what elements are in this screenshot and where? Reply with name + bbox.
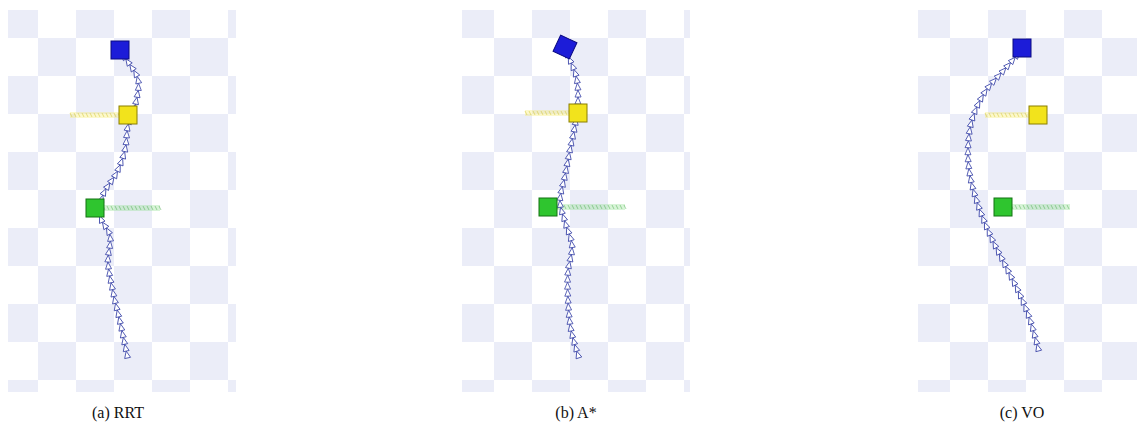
robot-path xyxy=(100,52,139,355)
checkerboard-floor xyxy=(8,10,236,392)
robot-pose xyxy=(565,289,571,296)
yellow-obstacle xyxy=(119,106,137,124)
robot-pose xyxy=(557,200,564,208)
robot-pose xyxy=(134,90,141,98)
robot-pose xyxy=(122,144,129,152)
robot-pose xyxy=(565,303,571,310)
robot-pose xyxy=(565,275,571,282)
robot-pose xyxy=(567,324,574,332)
subfigure-caption: (a) RRT xyxy=(92,404,144,422)
robot-pose xyxy=(965,155,971,162)
yellow-obstacle xyxy=(1029,106,1047,124)
robot-pose xyxy=(965,161,972,169)
obstacle-trail xyxy=(1003,204,1070,210)
robot-pose xyxy=(566,310,573,317)
planner-panel xyxy=(918,10,1137,392)
robot-pose xyxy=(105,262,112,270)
robot-pose xyxy=(106,268,113,276)
checkerboard-floor xyxy=(918,10,1137,392)
green-obstacle xyxy=(539,198,557,216)
robot-pose xyxy=(965,148,971,155)
robot-pose xyxy=(965,133,972,141)
subfigure-caption: (c) VO xyxy=(1000,404,1045,422)
robot-pose xyxy=(124,130,131,137)
robot-pose xyxy=(105,255,111,262)
obstacle-trail xyxy=(95,205,161,211)
planner-panel xyxy=(8,10,236,392)
robot-pose xyxy=(107,241,114,249)
yellow-obstacle xyxy=(569,104,587,122)
robot-pose xyxy=(966,168,973,176)
robot-pose xyxy=(575,90,581,97)
robot-pose xyxy=(565,296,571,303)
robot-pose xyxy=(566,317,573,325)
robot-pose xyxy=(575,97,581,104)
green-obstacle xyxy=(994,198,1012,216)
robot-pose xyxy=(105,248,112,256)
subfigure-caption: (b) A* xyxy=(555,404,596,422)
green-obstacle xyxy=(86,199,104,217)
robot-pose xyxy=(965,141,971,148)
robot-pose xyxy=(565,282,571,289)
checkerboard-floor xyxy=(462,10,690,392)
goal-square xyxy=(1013,39,1031,57)
goal-square xyxy=(553,35,577,59)
robot-pose xyxy=(565,268,572,275)
robot-pose xyxy=(574,83,581,90)
robot-path xyxy=(968,52,1038,348)
robot-pose xyxy=(123,137,130,144)
goal-square xyxy=(111,41,129,59)
planner-panel xyxy=(462,10,690,392)
robot-pose xyxy=(135,83,141,90)
robot-pose xyxy=(569,247,576,255)
